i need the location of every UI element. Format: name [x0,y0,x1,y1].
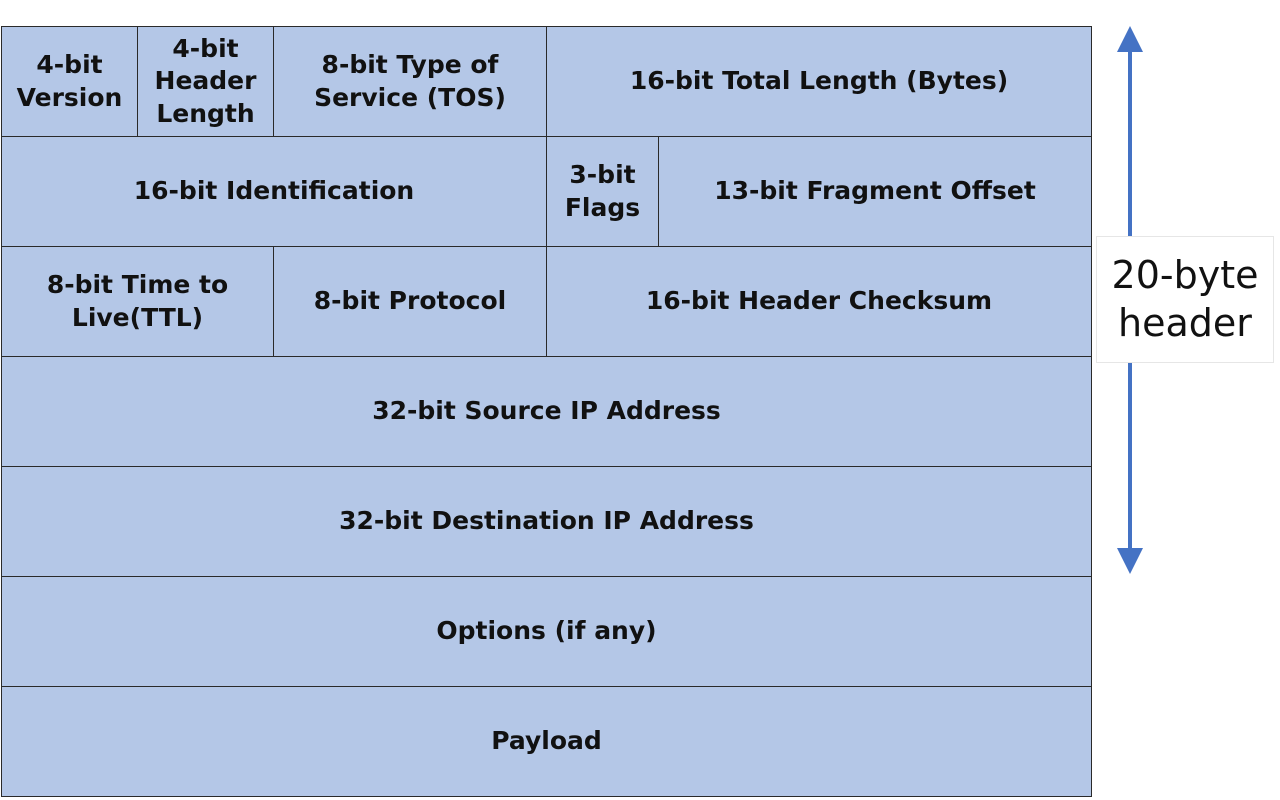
field-version-label: 4-bit Version [16,50,123,112]
header-size-annotation: 20-byte header [1096,236,1274,363]
field-payload: Payload [1,686,1092,797]
field-time-to-live-label: 8-bit Time to Live(TTL) [46,270,229,332]
field-time-to-live: 8-bit Time to Live(TTL) [1,246,274,357]
field-header-checksum: 16-bit Header Checksum [546,246,1092,357]
arrow-head-up-icon [1117,26,1143,52]
field-flags: 3-bit Flags [546,136,659,247]
field-options-label: Options (if any) [436,616,657,646]
header-size-annotation-line2: header [1118,300,1252,345]
field-source-ip-address: 32-bit Source IP Address [1,356,1092,467]
field-type-of-service: 8-bit Type of Service (TOS) [273,26,547,137]
header-size-annotation-line1: 20-byte [1111,253,1259,297]
field-protocol-label: 8-bit Protocol [313,286,507,316]
field-header-checksum-label: 16-bit Header Checksum [645,286,993,316]
field-destination-ip-address: 32-bit Destination IP Address [1,466,1092,577]
field-total-length: 16-bit Total Length (Bytes) [546,26,1092,137]
field-fragment-offset: 13-bit Fragment Offset [658,136,1092,247]
field-payload-label: Payload [491,726,602,756]
field-type-of-service-label: 8-bit Type of Service (TOS) [314,50,506,112]
field-protocol: 8-bit Protocol [273,246,547,357]
field-source-ip-address-label: 32-bit Source IP Address [372,396,721,426]
field-header-length: 4-bit Header Length [137,26,274,137]
field-options: Options (if any) [1,576,1092,687]
field-version: 4-bit Version [1,26,138,137]
field-fragment-offset-label: 13-bit Fragment Offset [714,176,1036,206]
field-identification: 16-bit Identification [1,136,547,247]
field-flags-label: 3-bit Flags [564,160,641,222]
field-destination-ip-address-label: 32-bit Destination IP Address [339,506,754,536]
arrow-head-down-icon [1117,548,1143,574]
field-header-length-label: 4-bit Header Length [154,33,257,128]
field-total-length-label: 16-bit Total Length (Bytes) [629,66,1009,96]
field-identification-label: 16-bit Identification [133,176,415,206]
